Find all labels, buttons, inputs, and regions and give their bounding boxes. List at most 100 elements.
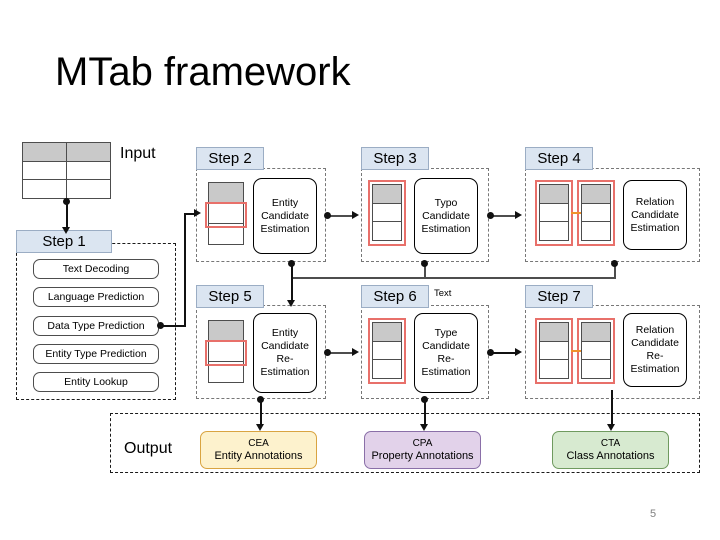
output-cpa-desc: Property Annotations [371, 450, 474, 462]
connector-dot [288, 260, 295, 267]
step3-highlight-column [368, 180, 406, 246]
input-table-cell [22, 160, 67, 181]
step1-item-entity-lookup[interactable]: Entity Lookup [33, 372, 159, 392]
arrow-down-icon [420, 424, 428, 431]
step1-item-data-type-prediction[interactable]: Data Type Prediction [33, 316, 159, 336]
arrow-down-icon [607, 424, 615, 431]
step4-label: Step 4 [525, 147, 593, 170]
step6-highlight-column [368, 318, 406, 384]
output-cea-desc: Entity Annotations [214, 450, 303, 462]
connector-step6-to-step7 [490, 352, 516, 354]
step3-label: Step 3 [361, 147, 429, 170]
step4-process[interactable]: Relation Candidate Estimation [623, 180, 687, 250]
step4-highlight-left [535, 180, 573, 246]
step3-process[interactable]: Typo Candidate Estimation [414, 178, 478, 254]
step2-table-cell [208, 223, 244, 246]
step5-table [208, 320, 244, 384]
step5-label: Step 5 [196, 285, 264, 308]
input-table-row [22, 179, 112, 200]
step4-table-right [581, 184, 611, 242]
step4-table-left [539, 184, 569, 242]
input-label: Input [120, 145, 156, 162]
input-table-cell [65, 179, 111, 200]
step4-table-cell [539, 221, 569, 242]
arrow-right-icon [515, 211, 522, 219]
connector-dot [611, 260, 618, 267]
text-label: Text [432, 288, 454, 299]
connector-dot [157, 322, 164, 329]
step2-table-cell [208, 182, 244, 204]
arrow-down-icon [287, 300, 295, 307]
output-cta[interactable]: CTA Class Annotations [552, 431, 669, 469]
connector-step4-drop [614, 263, 616, 279]
connector-step7-to-cta [611, 390, 613, 426]
input-table-cell [22, 179, 67, 200]
connector-dot [257, 396, 264, 403]
step1-item-text-decoding[interactable]: Text Decoding [33, 259, 159, 279]
page-title: MTab framework [55, 50, 351, 94]
connector-step2-to-step3 [327, 215, 353, 217]
connector-dot [487, 349, 494, 356]
connector-step1-riser [184, 214, 186, 326]
output-cea-code: CEA [248, 438, 269, 449]
step2-highlight-cell [205, 202, 247, 228]
input-table-header-row [22, 142, 112, 162]
step6-table-cell [372, 359, 402, 380]
arrow-down-icon [62, 227, 70, 234]
step1-item-language-prediction[interactable]: Language Prediction [33, 287, 159, 307]
output-container [110, 413, 700, 473]
step5-highlight-cell [205, 340, 247, 366]
connector-dot [421, 260, 428, 267]
connector-dot [63, 198, 70, 205]
step5-table-cell [208, 320, 244, 342]
output-cpa-code: CPA [412, 438, 433, 449]
connector-bus [291, 277, 616, 279]
step6-table [372, 322, 402, 380]
output-cpa[interactable]: CPA Property Annotations [364, 431, 481, 469]
step7-process[interactable]: Relation Candidate Re-Estimation [623, 313, 687, 387]
arrow-right-icon [352, 211, 359, 219]
connector-bus-to-step5 [291, 263, 293, 303]
input-table-cell [65, 160, 111, 181]
output-cea[interactable]: CEA Entity Annotations [200, 431, 317, 469]
connector-step3-to-step4 [490, 215, 516, 217]
connector-step5-to-step6 [327, 352, 353, 354]
output-cta-desc: Class Annotations [566, 450, 655, 462]
step1-item-entity-type-prediction[interactable]: Entity Type Prediction [33, 344, 159, 364]
step6-process[interactable]: Type Candidate Re-Estimation [414, 313, 478, 393]
input-table-cell [65, 142, 111, 162]
connector-input-to-step1 [66, 201, 68, 229]
connector-dot [324, 212, 331, 219]
step7-highlight-left [535, 318, 573, 384]
step5-table-cell [208, 361, 244, 384]
connector-step5-to-cea [260, 399, 262, 426]
output-cta-code: CTA [600, 438, 621, 449]
connector-dot [487, 212, 494, 219]
output-label: Output [124, 440, 173, 457]
connector-step3-drop [424, 263, 426, 279]
arrow-down-icon [256, 424, 264, 431]
arrow-right-icon [194, 209, 201, 217]
connector-step1-to-step2 [184, 213, 196, 215]
step3-table [372, 184, 402, 242]
connector-step6-to-cpa [424, 399, 426, 426]
step7-table-left [539, 322, 569, 380]
step4-relation-link [571, 212, 581, 215]
step7-table-right [581, 322, 611, 380]
step2-label: Step 2 [196, 147, 264, 170]
step4-table-cell [581, 221, 611, 242]
step2-process[interactable]: Entity Candidate Estimation [253, 178, 317, 254]
step5-process[interactable]: Entity Candidate Re-Estimation [253, 313, 317, 393]
input-table-row [22, 160, 112, 181]
connector-step1-out [160, 325, 186, 327]
input-table-cell [22, 142, 67, 162]
step4-highlight-right [577, 180, 615, 246]
step7-table-cell [581, 359, 611, 380]
step6-label: Step 6 [361, 285, 429, 308]
step7-relation-link [571, 350, 581, 353]
arrow-right-icon [352, 348, 359, 356]
step7-highlight-right [577, 318, 615, 384]
step7-label: Step 7 [525, 285, 593, 308]
arrow-right-icon [515, 348, 522, 356]
